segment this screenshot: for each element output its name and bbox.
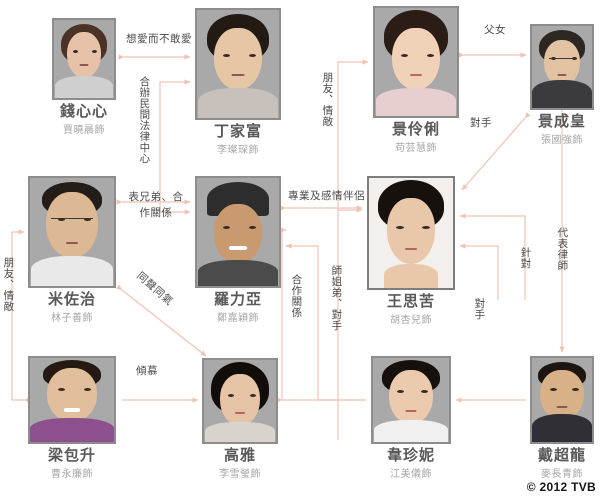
character-node[interactable]: 梁包升 曹永廉飾 bbox=[28, 356, 116, 480]
relation-label: 師姐弟、對手 bbox=[330, 265, 343, 331]
character-name: 戴超龍 bbox=[537, 446, 586, 464]
relation-label: 對手 bbox=[470, 117, 492, 129]
character-name: 羅力亞 bbox=[213, 290, 262, 308]
character-photo bbox=[195, 8, 281, 120]
character-node[interactable]: 錢心心 賈曉晨飾 bbox=[52, 18, 116, 136]
character-photo bbox=[371, 356, 451, 444]
character-name: 景成皇 bbox=[537, 112, 586, 130]
character-photo bbox=[530, 24, 594, 110]
copyright-notice: © 2012 TVB bbox=[526, 480, 596, 494]
relation-label: 合作關係 bbox=[290, 274, 303, 318]
character-name: 錢心心 bbox=[59, 102, 108, 120]
character-node[interactable]: 韋珍妮 江美儀飾 bbox=[371, 356, 451, 480]
character-actor: 張國強飾 bbox=[541, 134, 583, 146]
character-name: 景伶俐 bbox=[391, 120, 440, 138]
character-name: 丁家富 bbox=[213, 122, 262, 140]
relation-label: 想愛而不敢愛 bbox=[126, 33, 192, 45]
character-actor: 麥長青飾 bbox=[541, 468, 583, 480]
character-photo bbox=[367, 176, 455, 290]
character-node[interactable]: 羅力亞 鄭嘉穎飾 bbox=[195, 176, 281, 324]
character-node[interactable]: 景伶俐 苟芸慧飾 bbox=[373, 6, 459, 154]
character-actor: 李璨琛飾 bbox=[217, 144, 259, 156]
character-photo bbox=[530, 356, 594, 444]
character-node[interactable]: 丁家富 李璨琛飾 bbox=[195, 8, 281, 156]
character-actor: 江美儀飾 bbox=[390, 468, 432, 480]
character-photo bbox=[202, 358, 278, 444]
character-name: 米佐治 bbox=[47, 290, 96, 308]
character-actor: 林子善飾 bbox=[51, 312, 93, 324]
character-actor: 苟芸慧飾 bbox=[395, 142, 437, 154]
character-name: 高雅 bbox=[223, 446, 256, 464]
character-name: 王思苦 bbox=[386, 292, 435, 310]
character-node[interactable]: 景成皇 張國強飾 bbox=[530, 24, 594, 146]
character-name: 韋珍妮 bbox=[386, 446, 435, 464]
character-node[interactable]: 米佐治 林子善飾 bbox=[28, 176, 116, 324]
character-photo bbox=[373, 6, 459, 118]
character-actor: 鄭嘉穎飾 bbox=[217, 312, 259, 324]
character-node[interactable]: 戴超龍 麥長青飾 bbox=[530, 356, 594, 480]
character-actor: 李雪瑩飾 bbox=[219, 468, 261, 480]
relation-label: 代表律師 bbox=[556, 227, 569, 271]
relation-label: 針對 bbox=[519, 247, 532, 269]
character-node[interactable]: 王思苦 胡杏兒飾 bbox=[367, 176, 455, 326]
relation-label: 朋友、情敵 bbox=[321, 72, 334, 127]
relation-label: 表兄弟、合作關係 bbox=[128, 191, 184, 219]
relation-label: 父女 bbox=[484, 24, 506, 36]
character-actor: 賈曉晨飾 bbox=[63, 124, 105, 136]
relation-label: 專業及感情伴侶 bbox=[288, 190, 365, 202]
relation-label: 對手 bbox=[473, 298, 486, 320]
relation-label: 朋友、情敵 bbox=[2, 257, 15, 312]
character-actor: 胡杏兒飾 bbox=[390, 314, 432, 326]
character-actor: 曹永廉飾 bbox=[51, 468, 93, 480]
character-photo bbox=[28, 176, 116, 288]
character-node[interactable]: 高雅 李雪瑩飾 bbox=[202, 358, 278, 480]
character-photo bbox=[195, 176, 281, 288]
relation-label: 傾慕 bbox=[136, 365, 158, 377]
character-name: 梁包升 bbox=[47, 446, 96, 464]
character-photo bbox=[28, 356, 116, 444]
relation-label: 合辦民間法律中心 bbox=[138, 76, 151, 164]
character-photo bbox=[52, 18, 116, 100]
